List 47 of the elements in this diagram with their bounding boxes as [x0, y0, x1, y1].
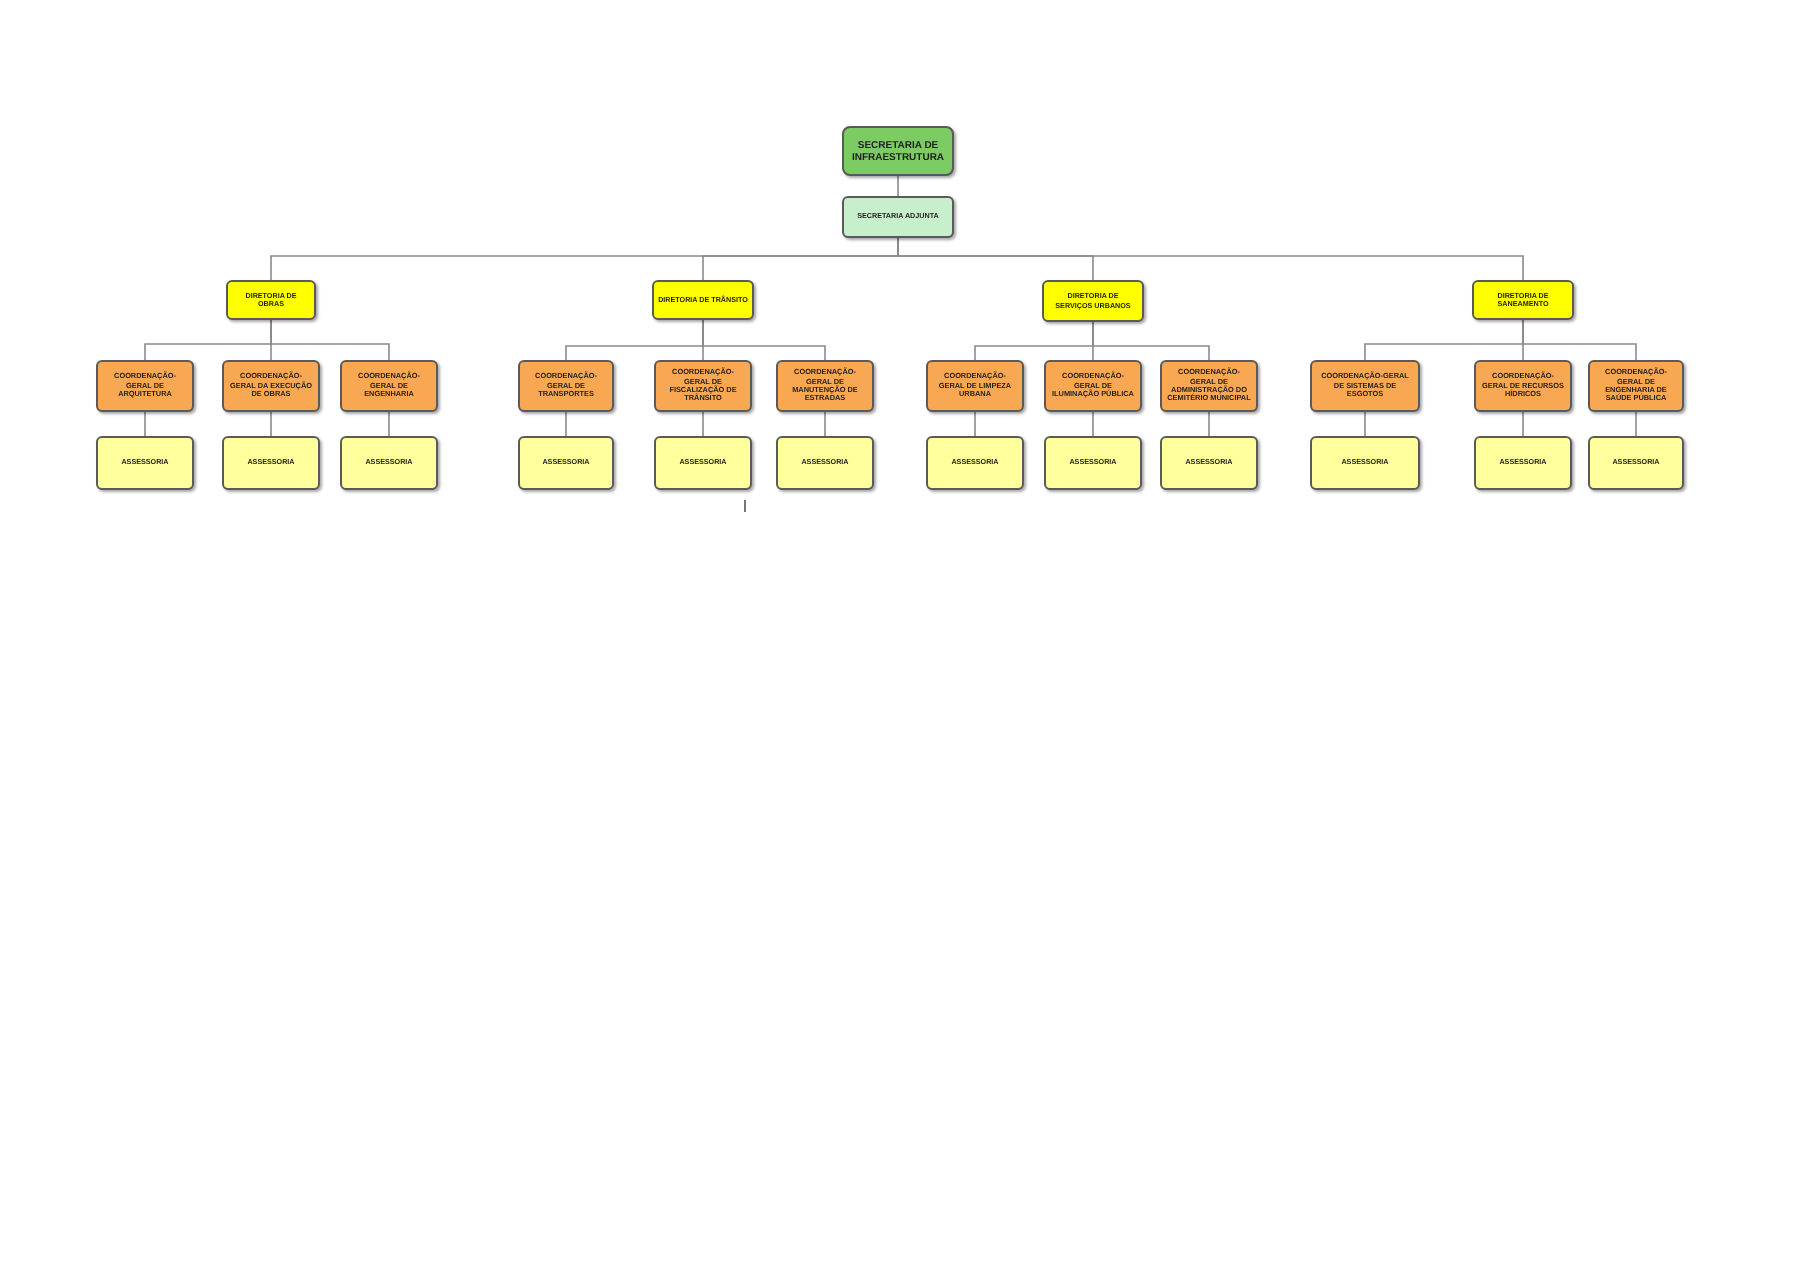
org-unit-box	[842, 196, 954, 238]
connector-line	[1522, 319, 1637, 361]
connector-line	[1364, 411, 1366, 437]
org-unit-box	[518, 436, 614, 490]
org-unit-box	[776, 360, 874, 412]
org-unit-box	[926, 360, 1024, 412]
org-unit-box	[652, 280, 754, 320]
connector-line	[1092, 321, 1210, 361]
org-unit-box	[776, 436, 874, 490]
connector-line	[974, 411, 976, 437]
org-unit-box	[1310, 360, 1420, 412]
org-unit-box	[1160, 436, 1258, 490]
org-unit-box	[222, 436, 320, 490]
connector-line	[144, 411, 146, 437]
connector-line	[565, 411, 567, 437]
connector-line	[1092, 411, 1094, 437]
org-unit-box	[340, 436, 438, 490]
connector-line	[824, 411, 826, 437]
org-unit-box	[1160, 360, 1258, 412]
org-unit-box	[1044, 360, 1142, 412]
org-unit-box	[1310, 436, 1420, 490]
connector-line	[702, 411, 704, 437]
org-unit-box	[1588, 436, 1684, 490]
connector-line	[388, 411, 390, 437]
org-unit-box	[1472, 280, 1574, 320]
org-unit-box	[340, 360, 438, 412]
connector-line	[270, 319, 390, 361]
org-unit-box	[96, 360, 194, 412]
org-unit-box	[1474, 360, 1572, 412]
org-unit-box	[96, 436, 194, 490]
org-unit-box	[654, 360, 752, 412]
org-unit-box	[1044, 436, 1142, 490]
org-unit-box	[518, 360, 614, 412]
connector-line	[1522, 411, 1524, 437]
org-unit-box	[1474, 436, 1572, 490]
org-unit-box	[926, 436, 1024, 490]
org-unit-box	[1588, 360, 1684, 412]
org-unit-box	[1042, 280, 1144, 322]
org-unit-box	[654, 436, 752, 490]
connector-line	[1635, 411, 1637, 437]
org-unit-box	[842, 126, 954, 176]
connector-line	[270, 411, 272, 437]
connector-line	[1208, 411, 1210, 437]
org-unit-box	[226, 280, 316, 320]
connector-line	[702, 319, 826, 361]
connector-line	[897, 175, 899, 197]
org-unit-box	[222, 360, 320, 412]
